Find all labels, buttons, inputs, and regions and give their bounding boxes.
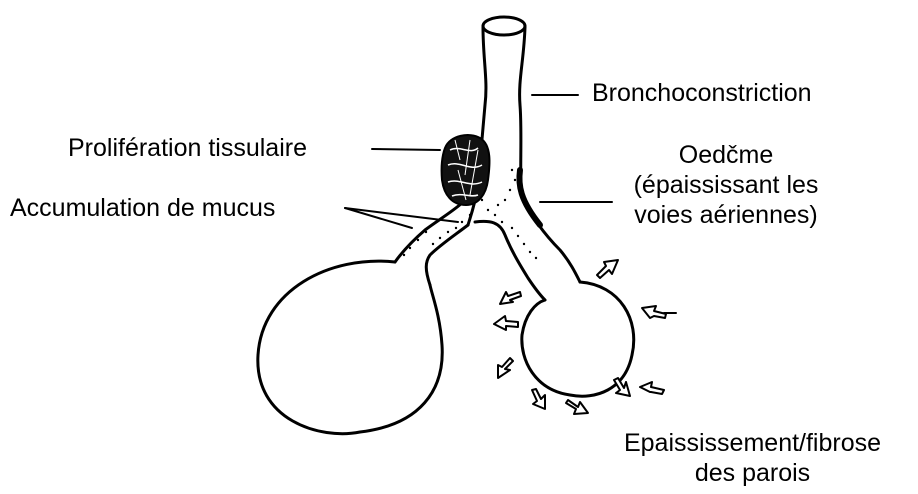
arrow-icon (614, 378, 630, 396)
label-epaississement-parois: Epaississement/fibrose des parois (600, 428, 905, 488)
label-parois-line1: Epaississement/fibrose (600, 428, 905, 458)
large-alveolus (258, 261, 442, 434)
arrow-icon (597, 260, 618, 278)
label-oedeme-line2: (épaississant les (612, 170, 840, 200)
tissue-proliferation-blob (442, 135, 490, 205)
label-bronchoconstriction: Bronchoconstriction (592, 78, 812, 108)
arrow-icon (640, 382, 664, 394)
label-accumulation-mucus: Accumulation de mucus (10, 193, 275, 223)
oedema-mark (519, 170, 540, 225)
arrow-icon (532, 389, 545, 409)
leader-proliferation (372, 149, 440, 150)
arrow-icon (500, 292, 521, 304)
arrow-icon (642, 306, 666, 318)
arrow-icon (494, 316, 518, 330)
arrow-icon (498, 358, 513, 378)
arrow-icon (566, 400, 588, 414)
label-parois-line2: des parois (600, 458, 905, 488)
label-oedeme-line1: Oedčme (612, 140, 840, 170)
label-oedeme-line3: voies aériennes) (612, 200, 840, 230)
label-oedeme: Oedčme (épaississant les voies aériennes… (612, 140, 840, 230)
leader-mucus-2 (345, 208, 412, 228)
leader-mucus-1 (345, 208, 458, 222)
label-proliferation-tissulaire: Prolifération tissulaire (68, 133, 307, 163)
